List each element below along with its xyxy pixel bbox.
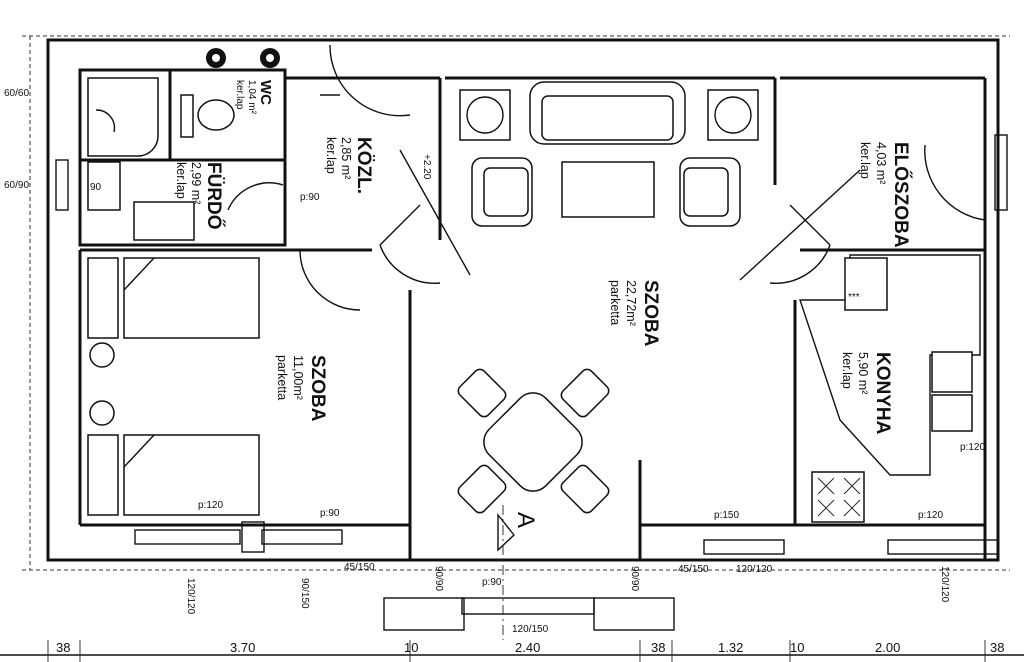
- shower-tray: [87, 77, 159, 157]
- dim-label: 10: [790, 640, 804, 655]
- room-floor: ker.lap: [174, 162, 188, 199]
- sofa-set: [459, 81, 759, 227]
- interior-walls: [78, 76, 987, 560]
- dim-label: 10: [404, 640, 418, 655]
- outer-walls: [22, 35, 1010, 571]
- kitchen-counter: [799, 254, 981, 523]
- dim-label: 2.00: [875, 640, 900, 655]
- opening-label: 60/60: [4, 88, 29, 99]
- sill-label: p:90: [320, 508, 340, 519]
- room-name: FÜRDŐ: [203, 162, 225, 230]
- room-area: 11,00m²: [291, 355, 305, 400]
- opening-label: 120/150: [512, 624, 549, 635]
- doors: [227, 44, 986, 311]
- room-floor: ker.lap: [234, 80, 245, 110]
- room-name: KONYHA: [872, 352, 893, 435]
- room-floor: ker.lap: [858, 142, 872, 179]
- room-area: 2,85 m²: [339, 137, 353, 179]
- room-area: 22,72m²: [624, 280, 638, 326]
- room-floor: ker.lap: [840, 352, 854, 389]
- opening-label: 90/90: [433, 566, 444, 591]
- room-area: 2,99 m²: [189, 162, 203, 204]
- room-name: KÖZL.: [353, 137, 374, 194]
- sill-labels: p:120 p:90 p:90 p:90 p:150 p:120 p:120: [198, 192, 985, 588]
- opening-label: 60/90: [4, 180, 29, 191]
- sink: [87, 161, 121, 211]
- dim-label: 2.40: [515, 640, 540, 655]
- room-label-szoba-small: SZOBA 11,00m² parketta: [275, 355, 328, 422]
- section-marker: [497, 505, 515, 640]
- sill-label: p:90: [300, 192, 320, 203]
- level-mark: +2.20: [421, 154, 432, 180]
- bathtub: [133, 201, 195, 241]
- dining-table: [457, 368, 610, 514]
- sill-label: p:120: [960, 442, 985, 453]
- beds: [87, 257, 260, 516]
- room-floor: parketta: [275, 355, 289, 400]
- opening-label: 45/150: [344, 562, 375, 573]
- dim-label: 38: [990, 640, 1004, 655]
- room-label-szoba-main: SZOBA 22,72m² parketta: [608, 280, 661, 347]
- dim-label: 1.32: [718, 640, 743, 655]
- room-name: SZOBA: [640, 280, 661, 347]
- dim-label: 3.70: [230, 640, 255, 655]
- dim-label: 38: [56, 640, 70, 655]
- toilet: [197, 99, 235, 131]
- room-floor: ker.lap: [324, 137, 338, 174]
- room-label-wc: WC 1,04 m² ker.lap: [234, 80, 274, 115]
- opening-label: 45/150: [678, 564, 709, 575]
- bathroom-block: [78, 48, 287, 247]
- dim-label: 38: [651, 640, 665, 655]
- bottom-dimensions: 38 3.70 10 2.40 38 1.32 10 2.00 38: [56, 640, 1004, 655]
- windows: [55, 134, 1008, 631]
- room-area: 4,03 m²: [874, 142, 888, 184]
- room-label-furdo: FÜRDŐ 2,99 m² ker.lap: [174, 162, 225, 230]
- room-name: SZOBA: [307, 355, 328, 422]
- room-label-konyha: KONYHA 5,90 m² ker.lap: [840, 352, 893, 435]
- sill-label: p:120: [198, 500, 223, 511]
- sill-label: p:150: [714, 510, 739, 521]
- opening-label: 120/120: [185, 578, 196, 615]
- room-label-eloszoba: ELŐSZOBA 4,03 m² ker.lap: [858, 142, 912, 248]
- room-name: WC: [257, 80, 274, 105]
- room-name: ELŐSZOBA: [890, 142, 912, 248]
- sill-label: p:90: [482, 577, 502, 588]
- room-label-kozl: KÖZL. 2,85 m² ker.lap: [324, 137, 374, 194]
- section-label: A: [512, 512, 539, 528]
- opening-label: 90/90: [629, 566, 640, 591]
- shower-mark: 90: [90, 182, 102, 193]
- sill-label: p:120: [918, 510, 943, 521]
- stove-mark: ***: [848, 292, 860, 303]
- opening-labels: 120/120 90/150 45/150 90/90 45/150 90/90…: [4, 88, 950, 635]
- room-area: 1,04 m²: [246, 80, 257, 115]
- opening-label: 120/120: [736, 564, 773, 575]
- room-floor: parketta: [608, 280, 622, 325]
- opening-label: 90/150: [299, 578, 310, 609]
- room-area: 5,90 m²: [856, 352, 870, 394]
- dimension-line: [0, 640, 1024, 662]
- opening-label: 120/120: [939, 566, 950, 603]
